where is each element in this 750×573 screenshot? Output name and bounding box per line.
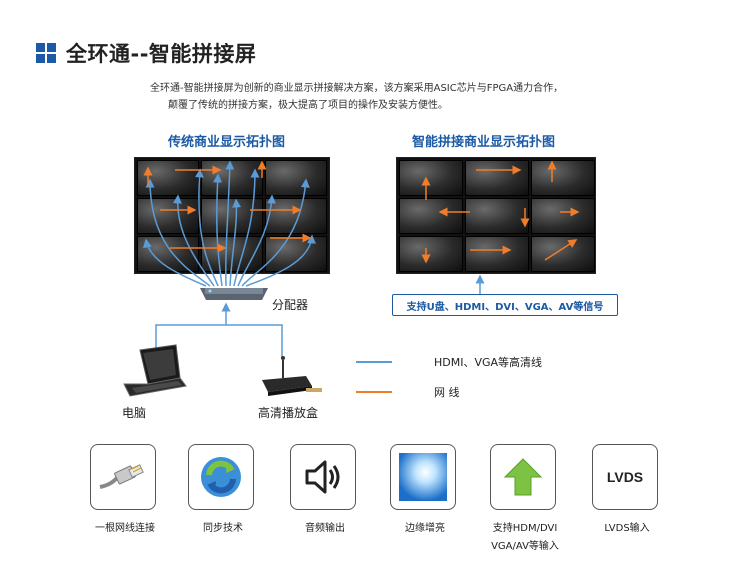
legend-hdmi-label: HDMI、VGA等高清线 (434, 356, 543, 369)
lvds-icon: LVDS (606, 469, 644, 485)
right-screen (531, 160, 595, 196)
intro-text: 全环通-智能拼接屏为创新的商业显示拼接解决方案，该方案采用ASIC芯片与FPGA… (150, 80, 610, 114)
right-screen (465, 198, 529, 234)
upload-arrow-icon (503, 458, 543, 496)
feature-label: 一根网线连接 (95, 523, 155, 534)
right-diagram-title: 智能拼接商业显示拓扑图 (412, 135, 556, 150)
device-cable-lines (155, 302, 283, 358)
left-screen (265, 198, 327, 234)
grid-logo-icon (36, 43, 56, 63)
signal-support-box: 支持U盘、HDMI、DVI、VGA、AV等信号 (392, 294, 618, 316)
splitter-label: 分配器 (272, 298, 309, 312)
feature-label: 支持HDM/DVI VGA/AV等输入 (470, 520, 580, 556)
speaker-icon (305, 460, 340, 494)
feature-lvds: LVDS LVDS输入 (592, 444, 662, 534)
left-screen (137, 198, 199, 234)
page-header: 全环通--智能拼接屏 (36, 38, 256, 68)
network-cable-icon (99, 464, 144, 489)
feature-label-line: 支持HDM/DVI (492, 523, 558, 534)
intro-line-2: 颠覆了传统的拼接方案，极大提高了项目的操作及安装方便性。 (168, 100, 448, 111)
media-player-icon (262, 356, 322, 396)
right-network-lines (421, 160, 580, 264)
right-screen (399, 160, 463, 196)
right-screen (531, 198, 595, 234)
right-screen (399, 236, 463, 272)
hdmi-cable-lines (142, 160, 316, 287)
feature-label: 边缘增亮 (405, 523, 445, 534)
feature-inputs: 支持HDM/DVI VGA/AV等输入 (490, 444, 560, 552)
right-screen (399, 198, 463, 234)
right-screen (531, 236, 595, 272)
sync-icon (201, 457, 241, 497)
intro-line-1: 全环通-智能拼接屏为创新的商业显示拼接解决方案，该方案采用ASIC芯片与FPGA… (150, 83, 564, 94)
feature-label: LVDS输入 (604, 523, 650, 534)
feature-sync: 同步技术 (188, 444, 258, 534)
left-screen (265, 160, 327, 196)
left-network-lines (143, 160, 312, 253)
right-screen (465, 236, 529, 272)
splitter-device (200, 288, 268, 300)
player-label: 高清播放盒 (258, 406, 319, 420)
brightness-icon (399, 453, 447, 501)
laptop-icon (123, 344, 187, 397)
feature-label: 同步技术 (203, 523, 243, 534)
feature-audio: 音频输出 (290, 444, 360, 534)
left-diagram-title: 传统商业显示拓扑图 (168, 135, 286, 150)
legend-net-label: 网 线 (434, 386, 460, 399)
feature-network-cable: 一根网线连接 (90, 444, 160, 534)
pc-label: 电脑 (122, 406, 147, 420)
page-title: 全环通--智能拼接屏 (66, 42, 257, 66)
feature-label: 音频输出 (305, 523, 345, 534)
feature-edge-brightness: 边缘增亮 (390, 444, 460, 534)
feature-label-line: VGA/AV等输入 (491, 541, 559, 552)
right-video-wall (396, 157, 596, 274)
